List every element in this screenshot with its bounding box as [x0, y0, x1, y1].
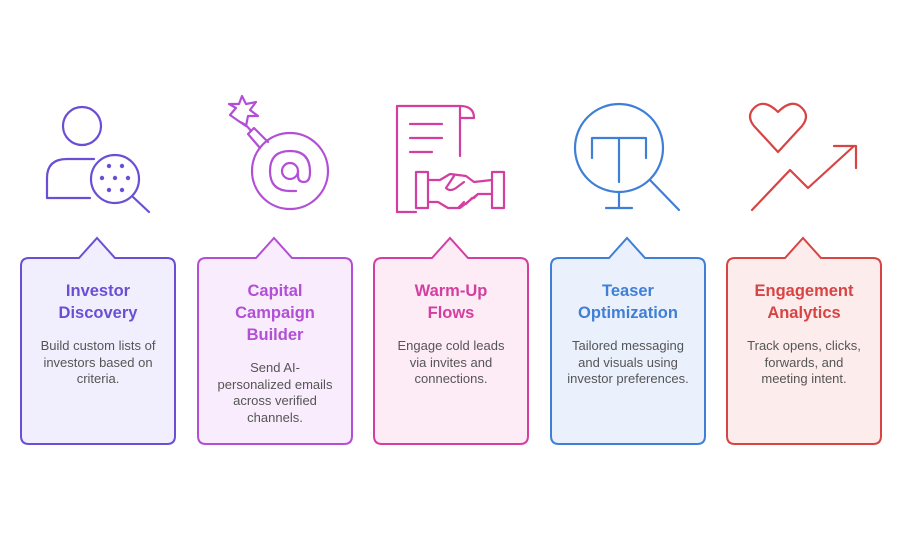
- email-bomb-icon: [210, 94, 340, 221]
- callout-frame: [197, 236, 353, 445]
- callout-frame: [550, 236, 706, 445]
- heart-trend-icon: [744, 96, 874, 221]
- user-search-icon: [32, 96, 162, 221]
- callout-frame: [726, 236, 882, 445]
- text-magnifier-icon: [566, 96, 696, 221]
- callout-frame: [20, 236, 176, 445]
- callout-frame: [373, 236, 529, 445]
- contract-handshake-icon: [388, 96, 518, 221]
